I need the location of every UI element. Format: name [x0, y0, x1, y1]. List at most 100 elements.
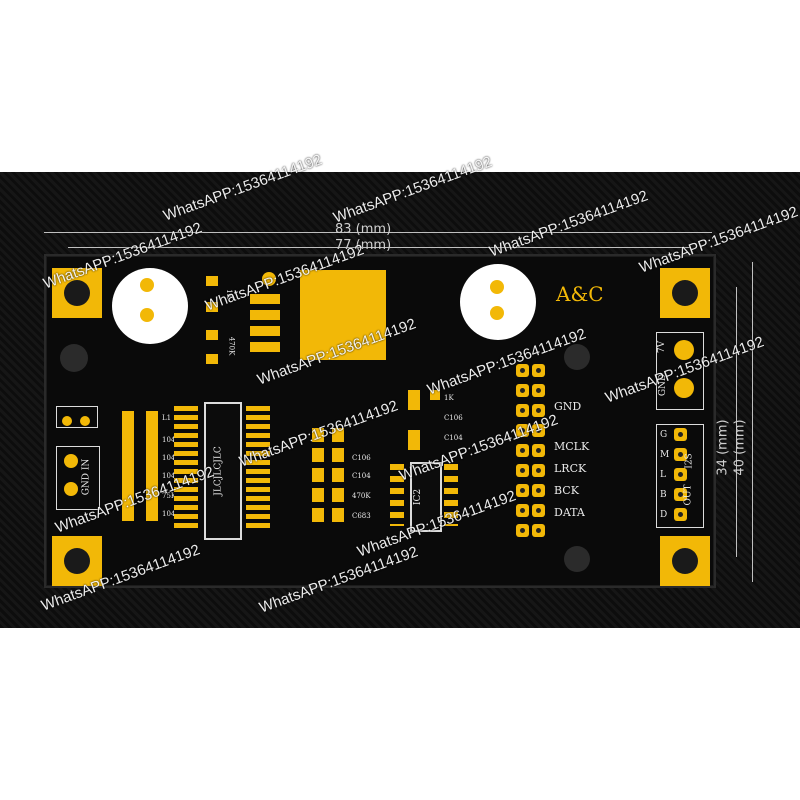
smd-capacitor — [332, 428, 344, 528]
regulator-tab — [250, 326, 280, 336]
dimension-line-77 — [68, 247, 690, 248]
circuit-board: 1K 470K A&C GND IN L1 104 104 104 75K 10… — [44, 254, 716, 588]
smd-pad — [408, 430, 420, 450]
ic-pin-row — [174, 406, 198, 530]
output-pin — [674, 488, 687, 501]
smd-pad — [430, 390, 440, 400]
header-pin — [516, 404, 529, 417]
header-pin — [532, 504, 545, 517]
mounting-hole-top-left — [52, 268, 102, 318]
capacitor-left — [112, 268, 188, 344]
smd-resistor — [122, 411, 134, 521]
dimension-40-label: 40 (mm) — [732, 419, 748, 476]
ic2 — [410, 462, 442, 532]
ic2-pins — [390, 464, 404, 526]
r104-label: 104 — [162, 510, 176, 518]
power-input-box — [56, 446, 100, 510]
r104-label: 104 — [162, 472, 176, 480]
output-pin — [674, 508, 687, 521]
smd-pad — [408, 390, 420, 410]
power-terminal-box — [656, 332, 704, 410]
header-pin — [516, 364, 529, 377]
header-pin — [532, 364, 545, 377]
header-pin — [516, 424, 529, 437]
mounting-hole-bottom-left — [52, 536, 102, 586]
g-pin-label: G — [660, 430, 668, 440]
r1k-label: 1K — [444, 394, 454, 402]
seven-v-label: 7V — [657, 340, 668, 354]
smd-resistor — [146, 411, 158, 521]
dimension-line-40 — [752, 262, 753, 582]
capacitor-right-pad — [490, 306, 504, 320]
capacitor-left-pad — [140, 278, 154, 292]
data-signal-label: DATA — [554, 506, 585, 519]
dimension-34-label: 34 (mm) — [715, 419, 731, 476]
header-pin — [532, 404, 545, 417]
header-pin — [516, 524, 529, 537]
regulator-heat-pad — [300, 270, 386, 360]
power-terminal-pad — [674, 340, 694, 360]
via-hole-right-bottom — [564, 546, 590, 572]
regulator-tab — [250, 342, 280, 352]
jumper-pad — [80, 416, 90, 426]
lrck-signal-label: LRCK — [554, 462, 587, 475]
r104-label: 104 — [162, 454, 176, 462]
header-pin — [532, 464, 545, 477]
via-hole-right-top — [564, 344, 590, 370]
jumper-box — [56, 406, 98, 428]
header-pin — [516, 444, 529, 457]
capacitor-right-pad — [490, 280, 504, 294]
out-label: OUT — [683, 484, 694, 506]
power-input-pad — [64, 454, 78, 468]
header-pin — [516, 504, 529, 517]
mclk-signal-label: MCLK — [554, 440, 590, 453]
header-pin — [516, 484, 529, 497]
regulator-tab — [250, 310, 280, 320]
gnd-in-label: GND IN — [81, 458, 92, 496]
output-pin — [674, 448, 687, 461]
header-pin — [532, 524, 545, 537]
smd-pad — [206, 330, 218, 340]
gnd-signal-label: GND — [554, 400, 582, 413]
smd-capacitor — [312, 428, 324, 528]
header-pin — [532, 424, 545, 437]
dimension-line-34 — [736, 287, 737, 557]
dimension-77-label: 77 (mm) — [335, 238, 392, 253]
capacitor-right — [460, 264, 536, 340]
mounting-hole-top-right — [660, 268, 710, 318]
l-pin-label: L — [660, 470, 666, 480]
m-pin-label: M — [660, 450, 670, 460]
c106-label: C106 — [444, 414, 463, 422]
r75k-label: 75K — [162, 492, 177, 500]
capacitor-left-pad — [140, 308, 154, 322]
header-pin — [532, 444, 545, 457]
dimension-line-83 — [44, 232, 712, 233]
l1-label: L1 — [162, 414, 172, 422]
header-pin — [516, 384, 529, 397]
smd-pad — [206, 302, 218, 312]
c683-label: C683 — [352, 512, 371, 520]
d-pin-label: D — [660, 510, 668, 520]
power-terminal-pad — [674, 378, 694, 398]
ic2-label: IC2 — [413, 488, 424, 506]
via-hole-left — [60, 344, 88, 372]
output-pin — [674, 468, 687, 481]
c106-label: C106 — [352, 454, 371, 462]
resistor-470k-label: 470K — [227, 336, 236, 356]
i2s-label: I2S — [684, 453, 695, 469]
bck-signal-label: BCK — [554, 484, 579, 497]
brand-logo: A&C — [556, 282, 604, 306]
main-ic — [204, 402, 242, 540]
power-input-pad — [64, 482, 78, 496]
regulator-pad — [262, 272, 276, 286]
r104-label: 104 — [162, 436, 176, 444]
ic2-pins — [444, 464, 458, 526]
header-pin — [532, 384, 545, 397]
header-pin — [516, 464, 529, 477]
i2s-output-box — [656, 424, 704, 528]
dimension-83-label: 83 (mm) — [335, 222, 392, 237]
output-pin — [674, 428, 687, 441]
mounting-hole-bottom-right — [660, 536, 710, 586]
header-pin — [532, 484, 545, 497]
